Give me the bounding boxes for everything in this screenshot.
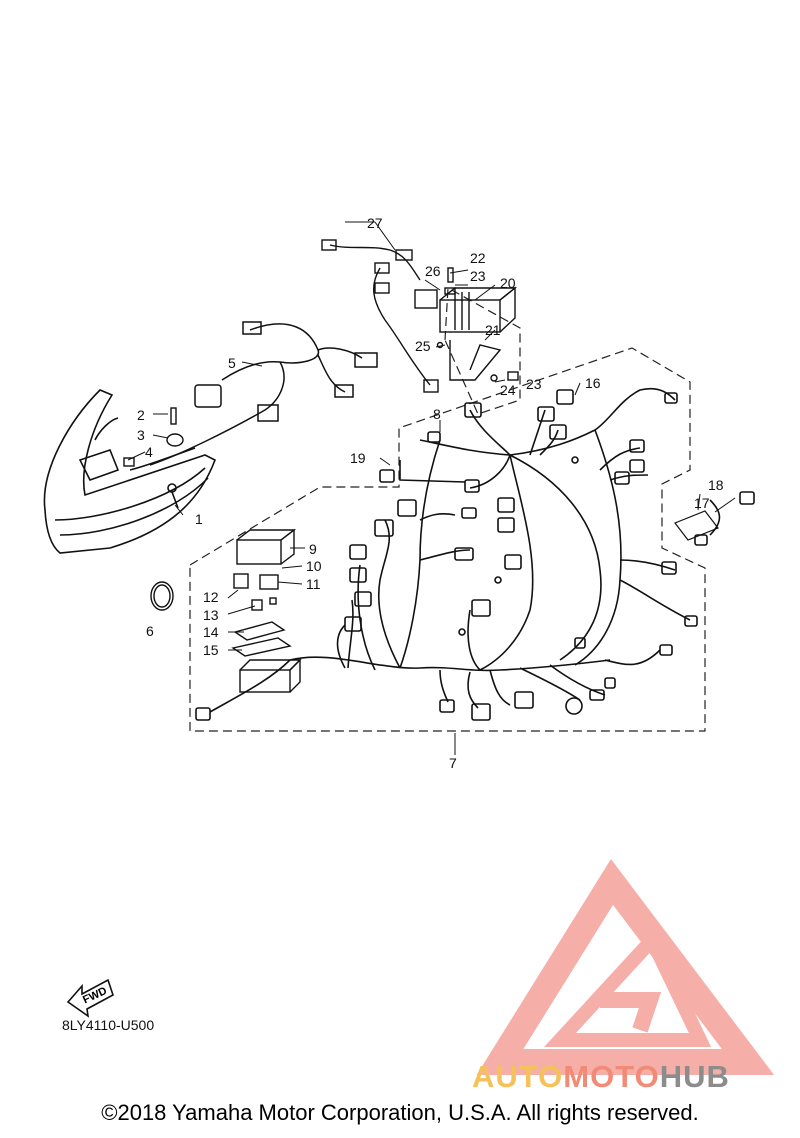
svg-text:AUTOMOTOHUB: AUTOMOTOHUB xyxy=(472,1059,730,1094)
diagram-code: 8LY4110-U500 xyxy=(62,1017,154,1033)
sub-harness xyxy=(149,321,378,466)
callout-8: 8 xyxy=(433,406,441,422)
copyright-notice: ©2018 Yamaha Motor Corporation, U.S.A. A… xyxy=(101,1100,699,1125)
callout-21: 21 xyxy=(485,322,501,338)
callout-1: 1 xyxy=(195,511,203,527)
callout-20: 20 xyxy=(500,275,516,291)
brand-auto: AUTO xyxy=(472,1059,563,1094)
callout-9: 9 xyxy=(309,541,317,557)
callout-6: 6 xyxy=(146,623,154,639)
callout-2: 2 xyxy=(137,407,145,423)
callout-numbers: 1 2 3 4 5 6 7 8 9 10 11 12 13 14 15 16 1… xyxy=(137,215,724,771)
fuse-box-group xyxy=(231,528,302,693)
callout-13: 13 xyxy=(203,607,219,623)
callout-4: 4 xyxy=(145,444,153,460)
headlight-assembly xyxy=(43,389,217,554)
callout-26: 26 xyxy=(425,263,441,279)
brand-hub: HUB xyxy=(660,1059,730,1094)
callout-18: 18 xyxy=(708,477,724,493)
callout-19: 19 xyxy=(350,450,366,466)
callout-12: 12 xyxy=(203,589,219,605)
callout-25: 25 xyxy=(415,338,431,354)
callout-22: 22 xyxy=(470,250,486,266)
callout-10: 10 xyxy=(306,558,322,574)
callout-11: 11 xyxy=(306,576,321,592)
automotohub-logo xyxy=(476,859,775,1075)
brand-moto: MOTO xyxy=(563,1059,659,1094)
callout-23a: 23 xyxy=(470,268,486,284)
ecu-assembly xyxy=(321,239,519,393)
callout-17: 17 xyxy=(694,495,710,511)
callout-3: 3 xyxy=(137,427,145,443)
callout-7: 7 xyxy=(449,755,457,771)
automotohub-wordmark: AUTOMOTOHUB xyxy=(472,1059,730,1094)
leader-lines xyxy=(127,221,736,755)
small-fasteners xyxy=(123,407,184,611)
label-sheet xyxy=(674,510,719,541)
callout-5: 5 xyxy=(228,355,236,371)
assembly-outlines xyxy=(189,287,706,732)
callout-16: 16 xyxy=(585,375,601,391)
callout-14: 14 xyxy=(203,624,219,640)
forward-direction-icon: FWD xyxy=(66,978,114,1018)
callout-24: 24 xyxy=(500,382,516,398)
callout-27: 27 xyxy=(367,215,383,231)
main-harness xyxy=(195,387,755,721)
callout-23b: 23 xyxy=(526,376,542,392)
callout-15: 15 xyxy=(203,642,219,658)
